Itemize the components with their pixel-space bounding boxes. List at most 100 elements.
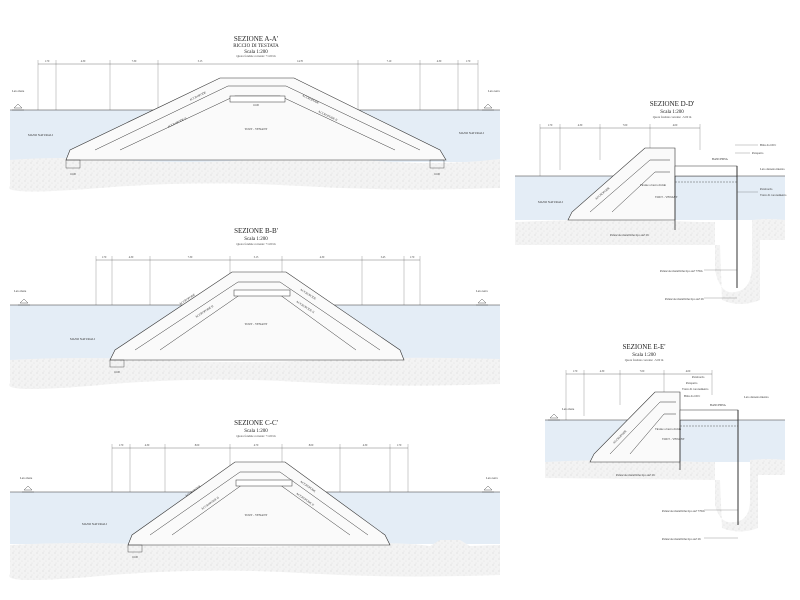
- crest-block: [229, 95, 286, 103]
- section-e: SEZIONE E-E' Scala 1:200 Quota fondale c…: [545, 343, 785, 541]
- callout-label: Parabordo: [692, 375, 705, 379]
- dimension: 4.30: [145, 444, 150, 447]
- side-label-right: Lato terra: [488, 89, 500, 93]
- water-level-icon: [18, 298, 488, 306]
- core-label: TOUT - VENANT: [662, 437, 685, 441]
- callout-label: Parapetto: [686, 381, 698, 385]
- callout-label: Palancole metalliche tipo AZ 770m: [660, 269, 703, 273]
- water-level-icon: [548, 413, 560, 421]
- callout-label: Tirante a barra di min: [640, 183, 667, 187]
- dimension: 4.30: [578, 124, 583, 127]
- breakwater-outline: [589, 391, 681, 463]
- dimension: 10.00: [114, 371, 121, 374]
- callout-label: Tirante a barra di min: [655, 427, 682, 431]
- side-label-right: Lato terra: [486, 476, 498, 480]
- section-a: SEZIONE A-A' RICCIO DI TESTATA Scala 1:2…: [9, 35, 500, 192]
- section-scale: Scala 1:200: [632, 353, 656, 358]
- callout-label: Palancole metalliche tipo AZ 26: [665, 297, 704, 301]
- callout-label: BANCHINA: [710, 403, 727, 407]
- side-label-left: Lato mare: [14, 289, 27, 293]
- side-label-right: Lato darsena interna: [744, 395, 769, 399]
- dimension: 8.00: [309, 444, 314, 447]
- dimension: 1.70: [466, 60, 471, 63]
- callout-label: Trave di coronamento: [682, 387, 709, 391]
- mantle-label: MASSI NATURALI: [459, 131, 484, 135]
- dimension: 1.70: [573, 370, 578, 373]
- mantle-label: MASSI NATURALI: [28, 133, 53, 137]
- breakwater-outline: [109, 271, 405, 361]
- section-title: SEZIONE C-C': [234, 419, 278, 427]
- dimension: 7.00: [623, 124, 628, 127]
- dimension: 5.15: [198, 60, 203, 63]
- dimension: 1.70: [119, 444, 124, 447]
- section-scale: Scala 1:200: [244, 237, 268, 242]
- dimension: 1.70: [410, 256, 415, 259]
- section-title: SEZIONE B-B': [234, 227, 278, 235]
- dimension: 4.30: [320, 256, 325, 259]
- side-label-left: Lato mare: [12, 89, 25, 93]
- seabed: [9, 540, 500, 581]
- side-label-left: Lato mare: [20, 476, 33, 480]
- callout-label: Bitta da 100 t: [684, 394, 700, 398]
- crest-block: [235, 479, 293, 487]
- section-title: SEZIONE D-D': [650, 100, 695, 108]
- dimension: 4.30: [129, 256, 134, 259]
- section-d: SEZIONE D-D' Scala 1:200 Quota fondale c…: [515, 100, 787, 304]
- dimension: 14.70: [297, 60, 304, 63]
- dimension: 4.70: [254, 444, 259, 447]
- quay-deck: [679, 409, 739, 421]
- dimension: 10.00: [70, 173, 77, 176]
- seabed: [9, 158, 500, 192]
- slope-label: ACCROPODE: [189, 90, 207, 102]
- core-label: TOUT - VENANT: [245, 513, 268, 517]
- dimension: 7.10: [387, 60, 392, 63]
- dimension: 1.70: [397, 444, 402, 447]
- dimension: 4.30: [437, 60, 442, 63]
- callout-label: Parapetto: [752, 151, 764, 155]
- side-label-left: Lato mare: [562, 407, 575, 411]
- callout-label: Palancole metalliche tipo AZ 770m: [662, 509, 705, 513]
- dimension: 4.00: [673, 124, 678, 127]
- section-note: Quota fondale corrente: -5.00 m: [625, 358, 664, 362]
- dimension: 1.70: [102, 256, 107, 259]
- core-label: TOUT - VENANT: [655, 195, 678, 199]
- mantle-label: MASSI NATURALI: [538, 200, 563, 204]
- crest-block: [233, 289, 291, 297]
- section-note: Quota fondale corrente: +1.00 m: [236, 242, 276, 246]
- dimension: 4.30: [363, 444, 368, 447]
- dimension: 10.00: [132, 556, 139, 559]
- callout-label: Palancole metalliche tipo AZ 26: [662, 537, 701, 541]
- section-c: SEZIONE C-C' Scala 1:200 Quota fondale c…: [9, 419, 500, 581]
- seabed: [9, 357, 500, 390]
- callout-label: Palancole metalliche tipo AZ 26: [610, 233, 649, 237]
- breakwater-outline: [65, 77, 447, 161]
- dimension: 7.30: [188, 256, 193, 259]
- section-scale: Scala 1:200: [244, 429, 268, 434]
- dimension: 5.45: [381, 256, 386, 259]
- section-title: SEZIONE A-A': [234, 35, 278, 43]
- callout-label: BANCHINA: [712, 157, 729, 161]
- water-level-icon: [12, 103, 494, 111]
- water-level-icon: [22, 485, 494, 493]
- quay-deck: [674, 165, 738, 177]
- section-subtitle: RICCIO DI TESTATA: [233, 44, 279, 49]
- slope-label: ACCROPODE: [302, 93, 320, 105]
- seabed: [515, 219, 785, 304]
- dimension: 10.00: [253, 104, 260, 107]
- section-scale: Scala 1:200: [660, 110, 684, 115]
- section-b: SEZIONE B-B' Scala 1:200 Quota fondale c…: [9, 227, 500, 390]
- dimension: 7.30: [132, 60, 137, 63]
- dimension: 8.00: [195, 444, 200, 447]
- mantle-label: MASSI NATURALI: [82, 522, 107, 526]
- dimension: 7.00: [640, 370, 645, 373]
- side-label-right: Lato darsena interna: [760, 167, 785, 171]
- core-label: TOUT - VENANT: [245, 127, 268, 131]
- core-label: TOUT - VENANT: [245, 322, 268, 326]
- side-label-right: Lato terra: [476, 289, 488, 293]
- breakwater-outline: [567, 147, 676, 221]
- callout-label: Bitta da 100 t: [760, 143, 776, 147]
- section-title: SEZIONE E-E': [622, 343, 665, 351]
- dimension: 4.00: [686, 370, 691, 373]
- section-note: Quota fondale corrente: -5.00 m: [653, 115, 692, 119]
